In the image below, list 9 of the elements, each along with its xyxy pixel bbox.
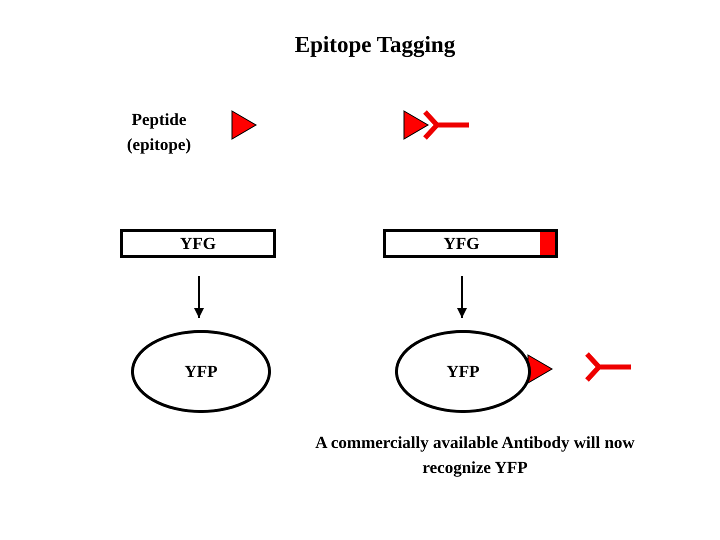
note: Peptide (epitope)	[126, 109, 192, 156]
arrow	[194, 276, 204, 318]
gene-label: YFG	[444, 234, 480, 254]
arrow	[457, 276, 467, 318]
note: A commercially available Antibody will now recognize YFP	[314, 432, 636, 479]
title: Epitope Tagging	[294, 32, 456, 58]
gene-label: YFG	[180, 234, 216, 254]
protein-label: YFP	[446, 362, 480, 382]
protein-label: YFP	[184, 362, 218, 382]
